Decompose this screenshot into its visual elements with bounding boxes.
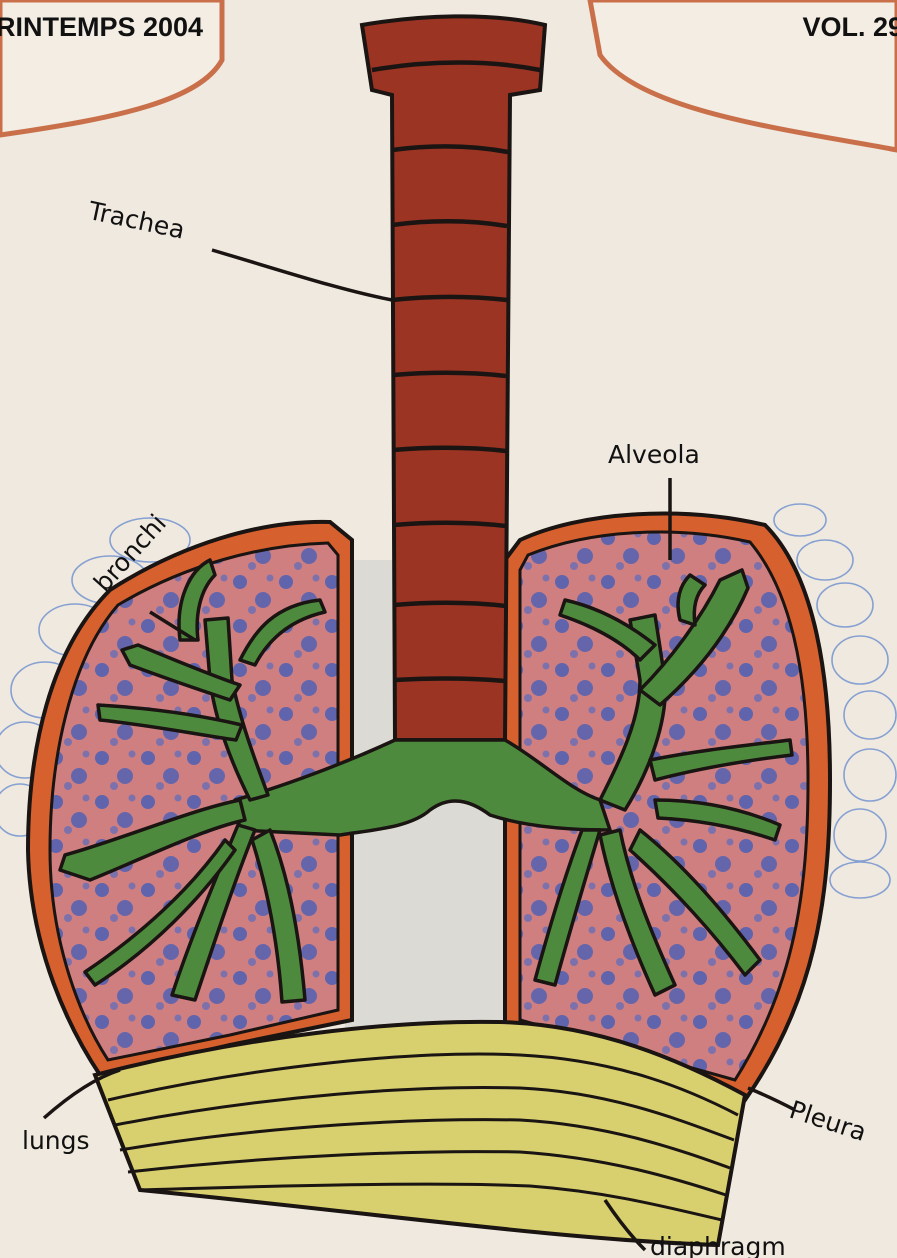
diaphragm-label: diaphragm bbox=[650, 1232, 786, 1258]
diaphragm-drawing bbox=[95, 1022, 745, 1245]
alveola-label: Alveola bbox=[608, 440, 700, 469]
volume-header: VOL. 29 bbox=[802, 12, 897, 43]
issue-season-header: RINTEMPS 2004 bbox=[0, 12, 203, 43]
lungs-label: lungs bbox=[22, 1126, 90, 1155]
